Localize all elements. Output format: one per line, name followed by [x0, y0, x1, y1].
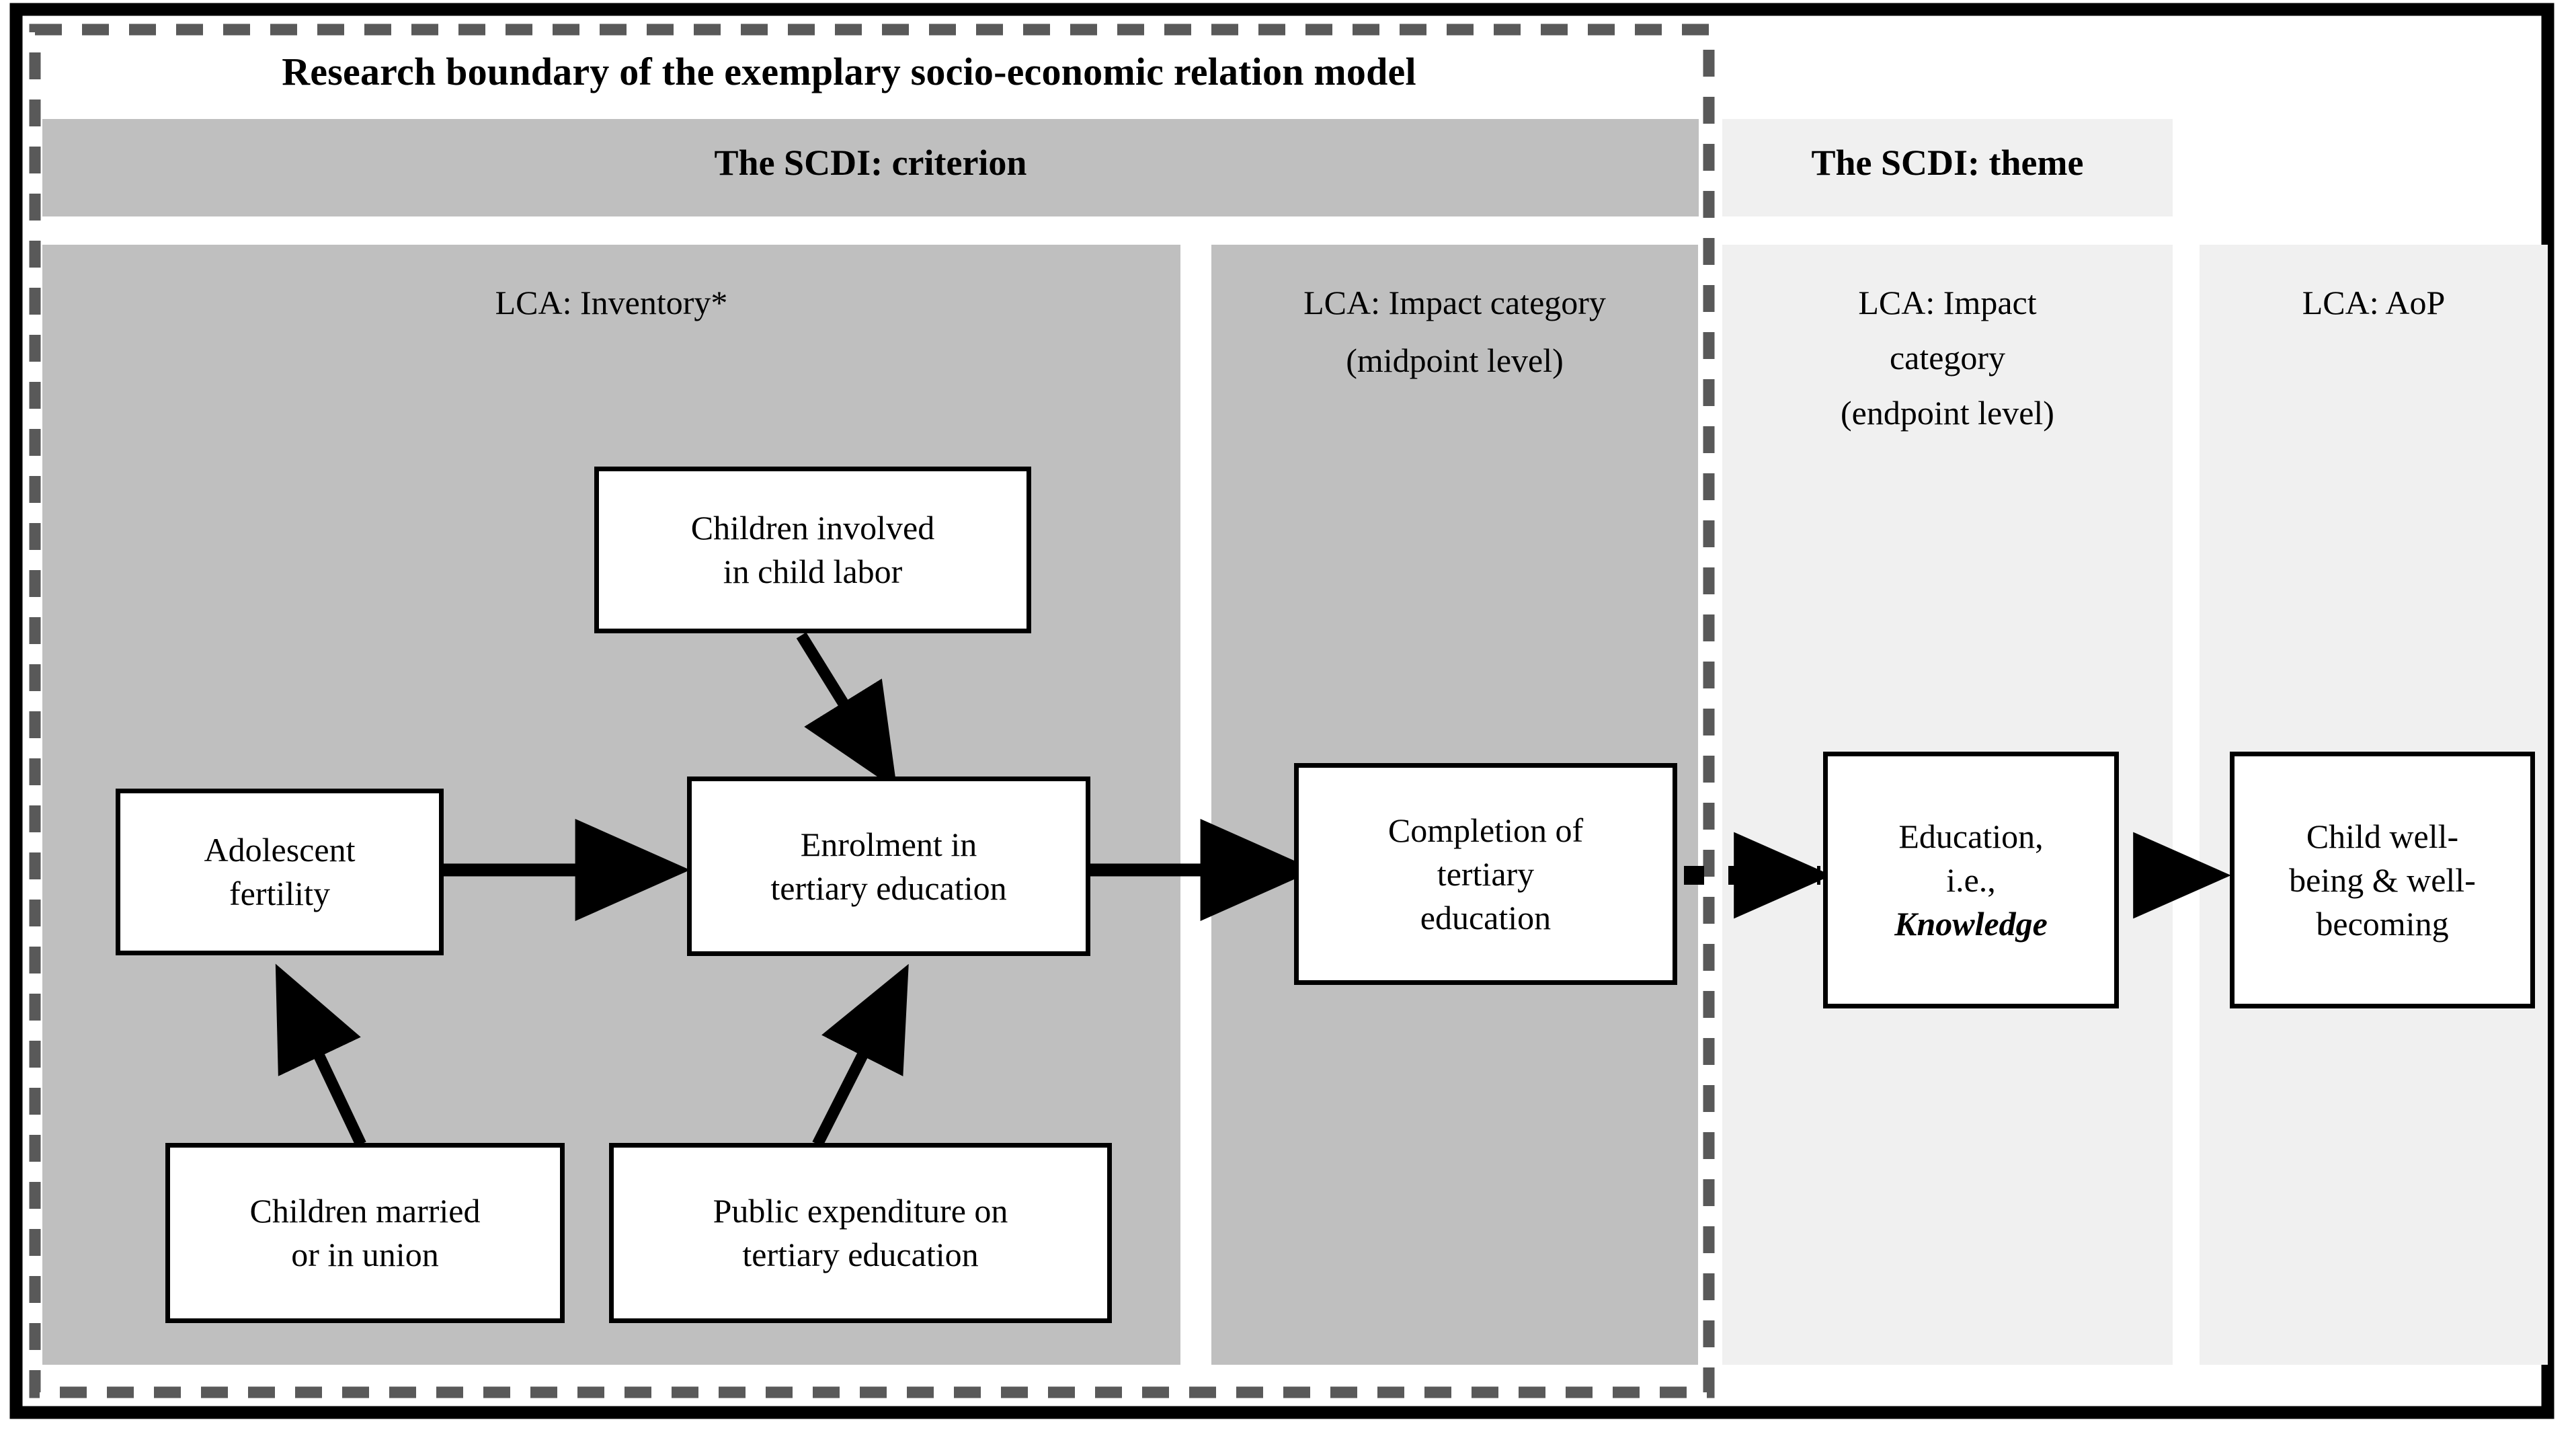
- column-caption-aop: LCA: AoP: [2200, 281, 2548, 324]
- node-line: in child labor: [723, 553, 903, 590]
- column-caption-endpoint: LCA: Impact category (endpoint level): [1722, 281, 2173, 434]
- node-line: Child well-: [2306, 817, 2459, 855]
- node-child-wellbeing-wellbecoming[interactable]: Child well- being & well- becoming: [2230, 752, 2535, 1008]
- column-caption-line: (midpoint level): [1346, 342, 1564, 379]
- node-line-emphasis: Knowledge: [1894, 904, 2048, 943]
- column-caption-line: category: [1889, 339, 2006, 376]
- column-caption-line: LCA: Inventory*: [495, 284, 728, 321]
- edge-children-married-to-fertility: [275, 963, 366, 1147]
- column-caption-line: LCA: Impact category: [1303, 284, 1606, 321]
- node-line: Public expenditure on: [713, 1192, 1008, 1230]
- band-bar-theme: [1722, 119, 2173, 216]
- node-line: becoming: [2316, 904, 2449, 943]
- column-caption-line: LCA: Impact: [1858, 284, 2037, 321]
- node-line: i.e.,: [1946, 861, 1996, 899]
- node-line: Education,: [1898, 817, 2044, 855]
- edge-child-labor-to-enrolment: [796, 632, 897, 791]
- column-caption-inventory: LCA: Inventory*: [42, 281, 1180, 324]
- band-bar-criterion: [42, 119, 1699, 216]
- node-enrolment-in-tertiary-education[interactable]: Enrolment in tertiary education: [687, 777, 1090, 956]
- node-line: education: [1420, 898, 1552, 937]
- column-caption-line: LCA: AoP: [2302, 284, 2446, 321]
- band-caption-theme: The SCDI: theme: [1811, 143, 2084, 183]
- column-caption-midpoint: LCA: Impact category (midpoint level): [1205, 281, 1705, 382]
- node-education-knowledge[interactable]: Education, i.e., Knowledge: [1823, 752, 2119, 1008]
- node-line: Enrolment in: [800, 825, 977, 863]
- edge-public-expenditure-to-enrolment: [812, 963, 909, 1147]
- node-line: or in union: [291, 1236, 439, 1273]
- node-children-married-or-in-union[interactable]: Children married or in union: [165, 1143, 565, 1323]
- node-line: fertility: [229, 875, 330, 912]
- node-public-expenditure-on-tertiary-education[interactable]: Public expenditure on tertiary education: [609, 1143, 1112, 1323]
- node-line: Completion of: [1387, 811, 1584, 849]
- research-boundary-dashed-rect: [29, 24, 1715, 1398]
- node-line: being & well-: [2289, 861, 2476, 899]
- node-children-involved-in-child-labor[interactable]: Children involved in child labor: [594, 467, 1031, 633]
- node-adolescent-fertility[interactable]: Adolescent fertility: [116, 789, 444, 955]
- node-line: tertiary education: [770, 869, 1007, 907]
- node-line: tertiary: [1437, 854, 1535, 893]
- band-caption-criterion: The SCDI: criterion: [714, 143, 1027, 183]
- node-completion-of-tertiary-education[interactable]: Completion of tertiary education: [1294, 763, 1677, 985]
- node-line: Children involved: [690, 509, 935, 547]
- node-line: Children married: [249, 1192, 481, 1230]
- column-caption-line: (endpoint level): [1841, 394, 2054, 432]
- node-line: Adolescent: [204, 831, 356, 869]
- node-line: tertiary education: [742, 1236, 979, 1273]
- page-title: Research boundary of the exemplary socio…: [282, 50, 1416, 93]
